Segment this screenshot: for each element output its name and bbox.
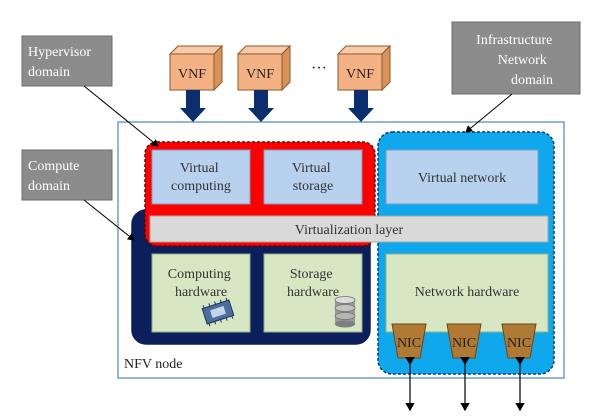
virtual-computing-block bbox=[151, 149, 251, 205]
cpu-chip-icon bbox=[201, 297, 235, 327]
vnf-cube-1: VNF bbox=[168, 44, 224, 92]
virtual-storage-line-2: storage bbox=[293, 179, 333, 194]
compute-domain-line-1: Compute bbox=[28, 159, 79, 174]
hypervisor-domain-label-box bbox=[21, 35, 113, 87]
nic-2: NIC bbox=[446, 323, 482, 359]
virtual-network-label: Virtual network bbox=[418, 171, 506, 186]
virtual-storage-line-1: Virtual bbox=[292, 161, 331, 176]
infrastructure-domain-line-1: Infrastructure bbox=[476, 33, 552, 48]
hypervisor-domain-label: Hypervisor domain bbox=[28, 45, 95, 80]
infrastructure-network-domain-label-box bbox=[451, 21, 581, 95]
compute-domain-label: Compute domain bbox=[28, 159, 83, 194]
vnf-2-down-arrow bbox=[248, 90, 274, 122]
nic-link-arrows bbox=[405, 356, 525, 412]
vnf-2-label: VNF bbox=[246, 67, 274, 82]
nfv-node-label: NFV node bbox=[124, 357, 182, 372]
vnf-1-down-arrow bbox=[180, 90, 206, 122]
compute-domain-pointer bbox=[83, 199, 135, 241]
vnf-3-down-arrow bbox=[348, 90, 374, 122]
infrastructure-domain-line-3: domain bbox=[511, 73, 553, 88]
hypervisor-domain-pointer bbox=[83, 85, 159, 147]
hypervisor-domain-line-2: domain bbox=[28, 65, 70, 80]
nic-1: NIC bbox=[391, 323, 427, 359]
virtualization-layer-label: Virtualization layer bbox=[295, 223, 404, 238]
compute-domain-line-2: domain bbox=[28, 179, 70, 194]
vnf-down-arrows bbox=[180, 90, 374, 122]
computing-hardware-line-2: hardware bbox=[175, 285, 227, 300]
computing-hardware-line-1: Computing bbox=[168, 267, 231, 282]
network-hardware-block bbox=[385, 253, 549, 333]
nic-3: NIC bbox=[501, 323, 537, 359]
virtual-network-block bbox=[385, 149, 539, 205]
infrastructure-domain-line-2: Network bbox=[498, 53, 547, 68]
virtual-computing-line-2: computing bbox=[171, 179, 231, 194]
virtual-storage-label: Virtual storage bbox=[292, 161, 334, 194]
virtual-computing-line-1: Virtual bbox=[180, 161, 219, 176]
compute-domain-label-box bbox=[21, 149, 113, 201]
hypervisor-domain-line-1: Hypervisor bbox=[28, 45, 91, 60]
nic-2-label: NIC bbox=[452, 336, 476, 351]
vnf-ellipsis: ··· bbox=[311, 60, 327, 77]
vnf-3-label: VNF bbox=[346, 67, 374, 82]
virtual-storage-block bbox=[263, 149, 363, 205]
infrastructure-network-domain-pointer bbox=[465, 93, 513, 133]
virtualization-layer-bar bbox=[149, 215, 549, 243]
network-hardware-label: Network hardware bbox=[415, 285, 520, 300]
vnf-cube-2: VNF bbox=[236, 44, 292, 92]
vnf-cube-3: VNF bbox=[336, 44, 392, 92]
vnf-1-label: VNF bbox=[178, 67, 206, 82]
storage-hardware-line-1: Storage bbox=[290, 267, 333, 282]
storage-hardware-label: Storage hardware bbox=[287, 267, 339, 300]
computing-hardware-block bbox=[151, 253, 251, 333]
virtual-computing-label: Virtual computing bbox=[171, 161, 231, 194]
nic-1-label: NIC bbox=[397, 336, 421, 351]
nic-3-label: NIC bbox=[507, 336, 531, 351]
computing-hardware-label: Computing hardware bbox=[168, 267, 235, 300]
database-icon bbox=[334, 296, 356, 328]
infrastructure-network-domain-label: Infrastructure Network domain bbox=[476, 33, 556, 88]
storage-hardware-line-2: hardware bbox=[287, 285, 339, 300]
